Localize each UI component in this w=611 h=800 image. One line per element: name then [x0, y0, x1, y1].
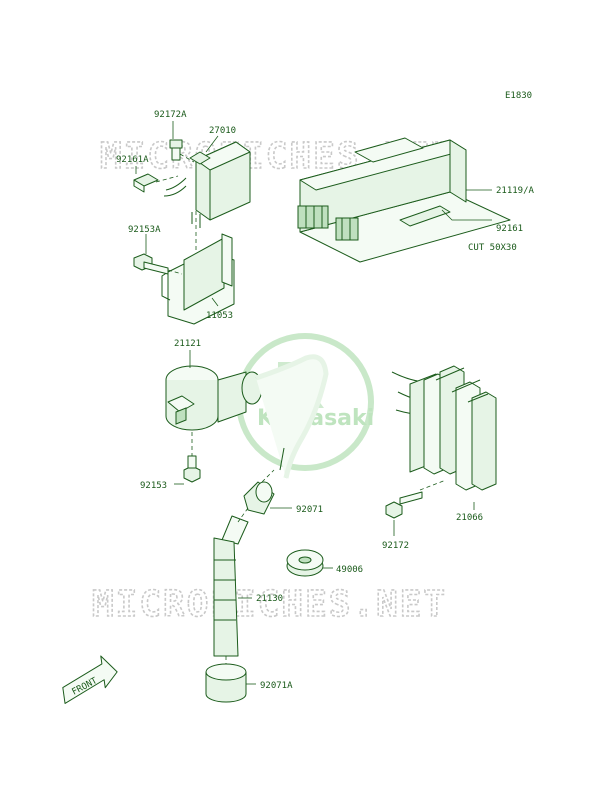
- part-label-21066: 21066: [456, 513, 483, 523]
- part-label-92153: 92153: [140, 481, 167, 491]
- leader-lines: [135, 121, 492, 685]
- part-label-21121: 21121: [174, 339, 201, 349]
- bolt-92172-drawing: [385, 491, 423, 519]
- part-label-92071A: 92071A: [260, 681, 293, 691]
- plug-cap-21130-drawing: [213, 507, 249, 657]
- part-label-cut-50x30: CUT 50X30: [468, 243, 517, 253]
- grommet-49006-drawing: [286, 549, 324, 577]
- clip-92161A-drawing: [133, 173, 179, 193]
- cdi-unit-21119A-drawing: [297, 137, 511, 263]
- relay-27010-drawing: [163, 141, 251, 228]
- diagram-code: E1830: [505, 91, 532, 101]
- part-label-27010: 27010: [209, 126, 236, 136]
- part-label-92172A: 92172A: [154, 110, 187, 120]
- part-label-92161A: 92161A: [116, 155, 149, 165]
- cap-92071A-drawing: [205, 656, 247, 703]
- part-label-92172: 92172: [382, 541, 409, 551]
- regulator-21066-drawing: [391, 365, 497, 491]
- part-label-92071: 92071: [296, 505, 323, 515]
- bolt-92172A-drawing: [169, 139, 195, 163]
- part-label-49006: 49006: [336, 565, 363, 575]
- part-label-21130: 21130: [256, 594, 283, 604]
- part-label-11053: 11053: [206, 311, 233, 321]
- watermark-bottom: MICROFICHES.NET: [92, 584, 447, 625]
- part-label-92161: 92161: [496, 224, 523, 234]
- front-direction-arrow: FRONT: [62, 655, 118, 704]
- bolt-92153A-drawing: [133, 253, 183, 275]
- cap-92071-drawing: [243, 469, 275, 515]
- part-label-21119A: 21119/A: [496, 186, 535, 196]
- part-label-92153A: 92153A: [128, 225, 161, 235]
- bolt-92153-drawing: [183, 432, 201, 483]
- ignition-coil-21121-drawing: [165, 354, 329, 479]
